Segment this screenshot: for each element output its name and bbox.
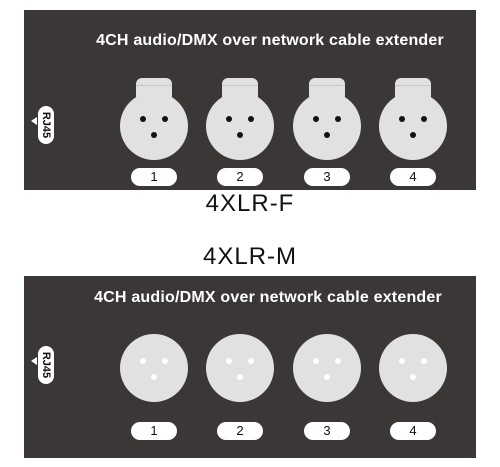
pin bbox=[399, 116, 405, 122]
rj45-port[interactable]: RJ45 bbox=[38, 346, 54, 384]
xlr-male-panel: 4CH audio/DMX over network cable extende… bbox=[24, 276, 476, 458]
pin bbox=[237, 374, 243, 380]
rj45-port[interactable]: RJ45 bbox=[38, 106, 54, 144]
panel-title: 4CH audio/DMX over network cable extende… bbox=[94, 289, 442, 306]
pin bbox=[226, 116, 232, 122]
pin bbox=[324, 374, 330, 380]
rj45-label: RJ45 bbox=[40, 111, 52, 139]
pin bbox=[237, 132, 243, 138]
arrow-left-icon bbox=[31, 357, 37, 365]
pin bbox=[324, 132, 330, 138]
latch-tab bbox=[222, 78, 258, 98]
pin bbox=[226, 358, 232, 364]
xlr-female-icon[interactable] bbox=[379, 78, 447, 160]
pin bbox=[410, 374, 416, 380]
panel-title: 4CH audio/DMX over network cable extende… bbox=[96, 32, 444, 49]
pin bbox=[162, 358, 168, 364]
pin bbox=[248, 358, 254, 364]
latch-tab bbox=[309, 78, 345, 98]
xlr-male-icon[interactable] bbox=[206, 334, 274, 402]
channel-number: 4 bbox=[390, 422, 436, 440]
xlr-female-panel: 4CH audio/DMX over network cable extende… bbox=[24, 10, 476, 190]
pin bbox=[421, 358, 427, 364]
pin bbox=[151, 132, 157, 138]
pin bbox=[313, 358, 319, 364]
pin bbox=[151, 374, 157, 380]
pin bbox=[162, 116, 168, 122]
pin bbox=[335, 358, 341, 364]
xlr-male-icon[interactable] bbox=[293, 334, 361, 402]
xlr-female-icon[interactable] bbox=[293, 78, 361, 160]
model-label-female: 4XLR-F bbox=[205, 190, 295, 217]
latch-tab bbox=[395, 78, 431, 98]
channel-number: 4 bbox=[390, 168, 436, 186]
channel-number: 2 bbox=[217, 422, 263, 440]
arrow-left-icon bbox=[31, 117, 37, 125]
channel-number: 2 bbox=[217, 168, 263, 186]
pin bbox=[399, 358, 405, 364]
latch-tab bbox=[136, 78, 172, 98]
xlr-female-icon[interactable] bbox=[120, 78, 188, 160]
pin bbox=[335, 116, 341, 122]
pin bbox=[313, 116, 319, 122]
channel-number: 3 bbox=[304, 422, 350, 440]
channel-number: 1 bbox=[131, 422, 177, 440]
rj45-label: RJ45 bbox=[40, 351, 52, 379]
xlr-male-icon[interactable] bbox=[120, 334, 188, 402]
pin bbox=[421, 116, 427, 122]
xlr-male-icon[interactable] bbox=[379, 334, 447, 402]
channel-number: 1 bbox=[131, 168, 177, 186]
pin bbox=[140, 116, 146, 122]
pin bbox=[140, 358, 146, 364]
xlr-female-icon[interactable] bbox=[206, 78, 274, 160]
model-label-male: 4XLR-M bbox=[202, 243, 298, 270]
pin bbox=[410, 132, 416, 138]
pin bbox=[248, 116, 254, 122]
channel-number: 3 bbox=[304, 168, 350, 186]
